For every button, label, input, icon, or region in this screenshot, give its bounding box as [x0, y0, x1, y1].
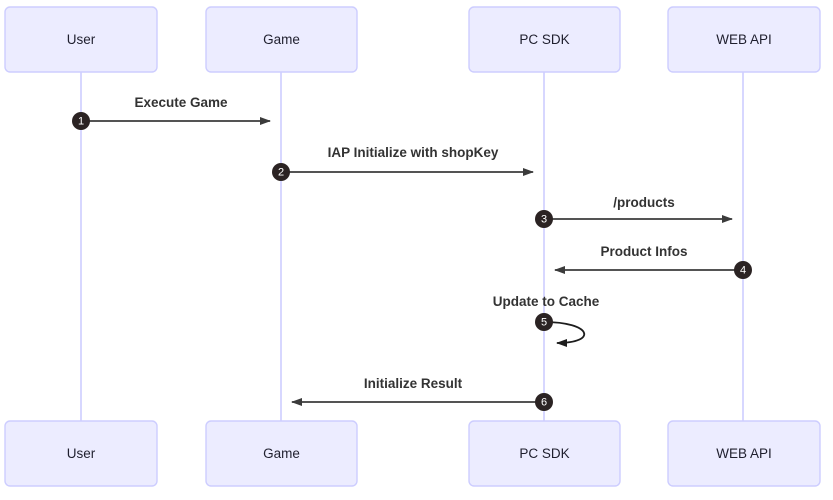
sequence-badge-number: 2 — [278, 167, 284, 179]
sequence-badge-number: 3 — [541, 214, 547, 226]
participant-bottom-game[interactable]: Game — [205, 420, 358, 487]
participant-bottom-user[interactable]: User — [4, 420, 158, 487]
participant-box — [468, 420, 621, 487]
sequence-badge-circle — [72, 112, 90, 130]
participant-boxes-top: User Game PC SDK WEB API — [4, 6, 821, 73]
participant-box — [4, 6, 158, 73]
message-label: /products — [613, 195, 675, 210]
message-label: IAP Initialize with shopKey — [328, 145, 499, 160]
sequence-badge-circle — [535, 313, 553, 331]
participant-top-user[interactable]: User — [4, 6, 158, 73]
participant-top-webapi[interactable]: WEB API — [667, 6, 821, 73]
sequence-badge-circle — [535, 393, 553, 411]
participant-top-pcsdk[interactable]: PC SDK — [468, 6, 621, 73]
participant-label: WEB API — [716, 32, 772, 47]
participant-top-game[interactable]: Game — [205, 6, 358, 73]
participant-label: Game — [263, 32, 300, 47]
sequence-badge-number: 6 — [541, 397, 547, 409]
sequence-badge-circle — [535, 210, 553, 228]
participant-label: PC SDK — [519, 446, 569, 461]
message-label: Initialize Result — [364, 376, 463, 391]
message-label: Execute Game — [134, 95, 228, 110]
participant-box — [667, 6, 821, 73]
message-3: /products 3 — [535, 195, 733, 228]
sequence-badge-circle — [734, 261, 752, 279]
participant-boxes-bottom: User Game PC SDK WEB API — [4, 420, 821, 487]
participant-label: WEB API — [716, 446, 772, 461]
lifelines-group — [80, 72, 744, 421]
message-4: Product Infos 4 — [554, 244, 752, 279]
participant-label: Game — [263, 446, 300, 461]
message-5: Update to Cache 5 — [493, 294, 600, 347]
message-label: Product Infos — [601, 244, 688, 259]
message-2: IAP Initialize with shopKey 2 — [272, 145, 534, 181]
sequence-badge-number: 1 — [78, 116, 84, 128]
sequence-badge-circle — [272, 163, 290, 181]
participant-box — [468, 6, 621, 73]
participant-box — [4, 420, 158, 487]
participant-box — [205, 420, 358, 487]
participant-label: PC SDK — [519, 32, 569, 47]
message-6: Initialize Result 6 — [291, 376, 553, 411]
message-1: Execute Game 1 — [72, 95, 271, 130]
participant-label: User — [67, 32, 96, 47]
sequence-badge-number: 4 — [740, 265, 746, 277]
message-label: Update to Cache — [493, 294, 600, 309]
self-loop-arrow — [543, 321, 586, 347]
participant-box — [667, 420, 821, 487]
participant-box — [205, 6, 358, 73]
sequence-badge-number: 5 — [541, 317, 547, 329]
participant-label: User — [67, 446, 96, 461]
participant-bottom-pcsdk[interactable]: PC SDK — [468, 420, 621, 487]
participant-bottom-webapi[interactable]: WEB API — [667, 420, 821, 487]
